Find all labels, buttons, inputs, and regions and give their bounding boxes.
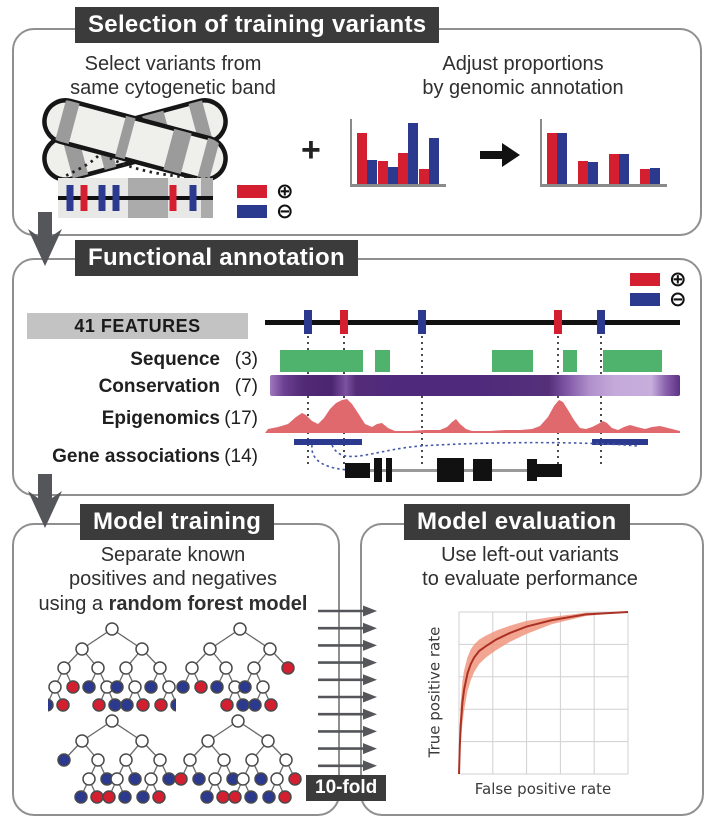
bar-pair: [578, 161, 598, 184]
legend-negative-row: ⊖: [237, 198, 294, 223]
roc-x-axis-label: False positive rate: [474, 780, 612, 798]
red-bar: [640, 169, 650, 184]
blue-bar: [387, 167, 398, 184]
roc-y-axis-label: True positive rate: [425, 626, 444, 758]
evaluation-caption: Use left-out variants to evaluate perfor…: [372, 543, 688, 592]
caption-line: to evaluate performance: [422, 568, 638, 591]
track-label-sequence: Sequence (3): [0, 349, 258, 371]
blue-bar: [557, 133, 567, 184]
plus-circle-icon: ⊕: [276, 178, 294, 203]
panel-evaluation: [360, 523, 704, 816]
plus-circle-icon: ⊕: [669, 266, 687, 291]
ten-fold-arrows: [318, 605, 377, 772]
blue-bar: [650, 168, 660, 184]
track-count: (14): [224, 446, 258, 467]
blue-bar: [367, 160, 377, 184]
red-bar: [578, 161, 588, 184]
positive-swatch: [630, 272, 660, 286]
track-label-gene-associations: Gene associations(14): [0, 446, 258, 468]
caption-line: Adjust proportions: [442, 53, 604, 75]
decision-tree: [48, 622, 176, 712]
track-label-conservation: Conservation (7): [0, 376, 258, 398]
red-bar: [357, 133, 367, 184]
minus-circle-icon: ⊖: [669, 286, 687, 311]
bar-pair: [357, 133, 377, 184]
track-count: (3): [234, 349, 258, 370]
minus-circle-icon: ⊖: [276, 198, 294, 223]
legend-negative-row: ⊖: [630, 286, 687, 311]
training-header: Model training: [80, 504, 275, 540]
track-name: Epigenomics: [101, 408, 220, 429]
caption-line: Separate known: [100, 544, 246, 566]
legend-positive-row: ⊕: [237, 178, 294, 203]
selection-legend: ⊕ ⊖: [237, 178, 294, 223]
caption-line: using a random forest model: [22, 592, 324, 616]
selection-left-caption: Select variants from same cytogenetic ba…: [48, 52, 298, 101]
track-count: (7): [234, 376, 258, 397]
evaluation-header: Model evaluation: [404, 504, 630, 540]
positive-swatch: [237, 184, 267, 198]
bar-pair: [398, 123, 419, 184]
caption-line: Select variants from: [84, 53, 262, 75]
track-name: Sequence: [130, 349, 220, 370]
track-count: (17): [224, 408, 258, 429]
track-name: Conservation: [98, 376, 220, 397]
caption-text: using a: [38, 592, 109, 615]
decision-tree: [57, 714, 176, 804]
caption-bold-text: random forest model: [108, 592, 308, 615]
red-bar: [418, 169, 429, 184]
roc-plot: [458, 611, 629, 775]
blue-bar: [619, 154, 629, 184]
fold-label: 10-fold: [306, 775, 387, 801]
annotation-header: Functional annotation: [75, 240, 358, 276]
red-bar: [398, 153, 409, 184]
bar-pair: [377, 161, 398, 184]
caption-line: same cytogenetic band: [70, 77, 276, 100]
selection-header: Selection of training variants: [75, 7, 440, 43]
bar-pair: [640, 168, 660, 184]
caption-line: Use left-out variants: [441, 544, 619, 566]
track-name: Gene associations: [52, 446, 220, 467]
selection-right-caption: Adjust proportions by genomic annotation: [388, 52, 658, 101]
plus-operator: +: [301, 131, 321, 169]
negative-swatch: [237, 204, 267, 218]
blue-bar: [428, 138, 439, 184]
bar-pair: [609, 154, 629, 184]
negative-swatch: [630, 292, 660, 306]
caption-line: by genomic annotation: [422, 77, 624, 100]
bar-pair: [547, 133, 567, 184]
decision-tree: [176, 622, 295, 712]
features-count-box: 41 FEATURES: [27, 313, 248, 339]
track-label-epigenomics: Epigenomics(17): [0, 408, 258, 430]
annotation-legend: ⊕ ⊖: [630, 266, 687, 311]
caption-line: positives and negatives: [69, 568, 277, 591]
decision-tree: [174, 714, 302, 804]
legend-positive-row: ⊕: [630, 266, 687, 291]
red-bar: [609, 154, 619, 184]
red-bar: [377, 161, 388, 184]
bar-pair: [418, 138, 439, 184]
blue-bar: [588, 162, 598, 184]
blue-bar: [408, 123, 419, 184]
bar-chart-after: [540, 119, 667, 187]
training-caption: Separate known positives and negatives u…: [22, 543, 324, 616]
bar-chart-before: [350, 119, 446, 187]
red-bar: [547, 133, 557, 184]
